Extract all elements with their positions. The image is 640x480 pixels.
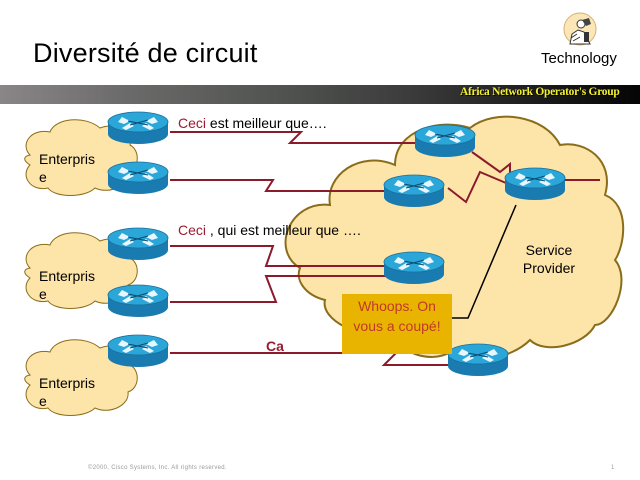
router-ent2-a: [107, 227, 169, 261]
label-row1-text: est meilleur que: [206, 115, 309, 131]
service-provider-line1: Service: [525, 242, 573, 258]
enterprise-label-2: Enterpris e: [39, 267, 95, 303]
callout-line2: vous a coupé!: [353, 318, 441, 334]
label-row1-red: Ceci: [178, 115, 207, 131]
enterprise-label-3-line1: Enterpris: [39, 375, 96, 391]
router-ent1-a: [107, 111, 169, 145]
link-row3: [170, 352, 448, 366]
router-sp-right: [504, 167, 566, 201]
page-number: 1: [611, 465, 615, 471]
technology-caption: Technology: [541, 50, 617, 67]
router-sp-top: [414, 124, 476, 158]
label-row2-dots: ….: [342, 222, 361, 238]
technician-with-microscope-icon: [563, 12, 597, 46]
label-row1-dots: ….: [308, 115, 327, 131]
callout-line1: Whoops. On: [358, 298, 436, 314]
enterprise-label-3: Enterpris e: [39, 374, 95, 410]
service-provider-line2: Provider: [522, 260, 576, 276]
link-sp-1: [471, 151, 511, 176]
label-row3: Ca: [266, 338, 284, 354]
link-row1-bottom: [170, 179, 385, 192]
header-gradient-bar: [0, 85, 640, 104]
enterprise-label-2-line2: e: [39, 286, 47, 302]
enterprise-label-3-line2: e: [39, 393, 47, 409]
label-row2: Ceci , qui est meilleur que ….: [178, 222, 361, 238]
service-provider-label: Service Provider: [510, 241, 588, 277]
whoops-callout: Whoops. On vous a coupé!: [342, 294, 452, 354]
link-sp-2: [447, 170, 507, 204]
router-sp-middle: [383, 174, 445, 208]
router-ent3: [107, 334, 169, 368]
label-row1: Ceci est meilleur que….: [178, 115, 327, 131]
router-ent2-b: [107, 284, 169, 318]
label-row2-text: , qui est meilleur que: [206, 222, 343, 238]
router-sp-lower: [383, 251, 445, 285]
link-row2-bottom: [170, 275, 390, 303]
slide-title: Diversité de circuit: [33, 38, 258, 68]
router-sp-bottom: [447, 343, 509, 377]
enterprise-label-1: Enterpris e: [39, 150, 95, 186]
link-row2-top: [170, 245, 390, 267]
link-row1-top: [170, 131, 420, 144]
anog-banner: Africa Network Operator's Group: [460, 86, 620, 98]
enterprise-label-2-line1: Enterpris: [39, 268, 96, 284]
enterprise-label-1-line2: e: [39, 169, 47, 185]
label-row2-red: Ceci: [178, 222, 207, 238]
router-ent1-b: [107, 161, 169, 195]
link-sp-vertical: [450, 204, 517, 319]
copyright-footer: ©2000, Cisco Systems, Inc. All rights re…: [88, 465, 227, 471]
enterprise-label-1-line1: Enterpris: [39, 151, 96, 167]
